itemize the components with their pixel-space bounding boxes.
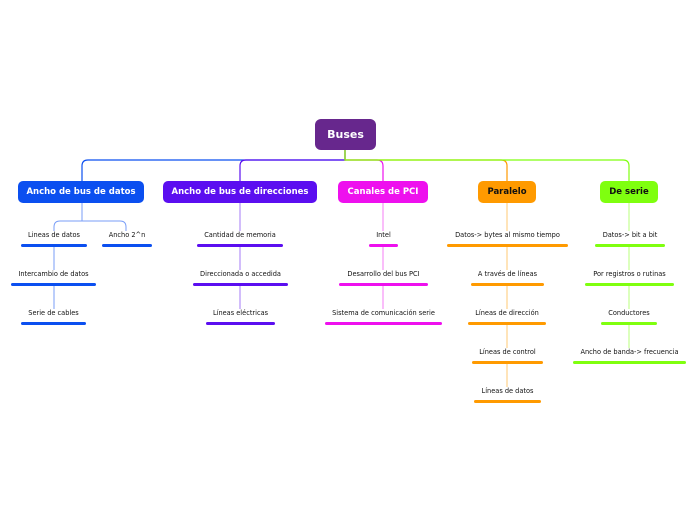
leaf-sistema-comunicacion-serie[interactable]: Sistema de comunicación serie: [325, 309, 442, 325]
leaf-a-traves-de-lineas[interactable]: A través de líneas: [471, 270, 544, 286]
branch-label: Ancho de bus de direcciones: [171, 187, 309, 197]
leaf-desarrollo-bus-pci[interactable]: Desarrollo del bus PCI: [339, 270, 428, 286]
branch-ancho-bus-direcciones[interactable]: Ancho de bus de direcciones: [163, 181, 317, 203]
leaf-datos-bit-a-bit[interactable]: Datos-> bit a bit: [595, 231, 665, 247]
leaf-por-registros-o-rutinas[interactable]: Por registros o rutinas: [585, 270, 674, 286]
leaf-ancho-de-banda-frecuencia[interactable]: Ancho de banda-> frecuencia: [573, 348, 686, 364]
branch-label: De serie: [609, 187, 649, 197]
branch-connector: [344, 150, 630, 181]
leaf-intel[interactable]: Intel: [369, 231, 398, 247]
branch-canales-pci[interactable]: Canales de PCI: [338, 181, 428, 203]
branch-de-serie[interactable]: De serie: [600, 181, 658, 203]
branch-connector: [344, 150, 384, 181]
leaf-cantidad-de-memoria[interactable]: Cantidad de memoria: [197, 231, 283, 247]
branch-label: Paralelo: [487, 187, 527, 197]
root-label: Buses: [327, 128, 364, 141]
leaf-lineas-de-direccion[interactable]: Líneas de dirección: [468, 309, 546, 325]
branch-ancho-bus-datos[interactable]: Ancho de bus de datos: [18, 181, 144, 203]
branch-connector: [344, 150, 508, 181]
branch-paralelo[interactable]: Paralelo: [478, 181, 536, 203]
child-connector: [53, 203, 127, 231]
leaf-datos-bytes[interactable]: Datos-> bytes al mismo tiempo: [447, 231, 568, 247]
leaf-direccionada-o-accedida[interactable]: Direccionada o accedida: [193, 270, 288, 286]
branch-label: Ancho de bus de datos: [26, 187, 136, 197]
leaf-ancho-2n[interactable]: Ancho 2^n: [102, 231, 152, 247]
leaf-intercambio-de-datos[interactable]: Intercambio de datos: [11, 270, 96, 286]
leaf-lineas-de-datos[interactable]: Lineas de datos: [21, 231, 87, 247]
leaf-lineas-de-control[interactable]: Líneas de control: [472, 348, 543, 364]
leaf-lineas-electricas[interactable]: Líneas eléctricas: [206, 309, 275, 325]
branch-connector: [239, 150, 346, 181]
leaf-serie-de-cables[interactable]: Serie de cables: [21, 309, 86, 325]
branch-label: Canales de PCI: [347, 187, 419, 197]
leaf-conductores[interactable]: Conductores: [601, 309, 657, 325]
leaf-lineas-de-datos[interactable]: Líneas de datos: [474, 387, 541, 403]
branch-connector: [81, 150, 346, 181]
root-node[interactable]: Buses: [315, 119, 376, 150]
